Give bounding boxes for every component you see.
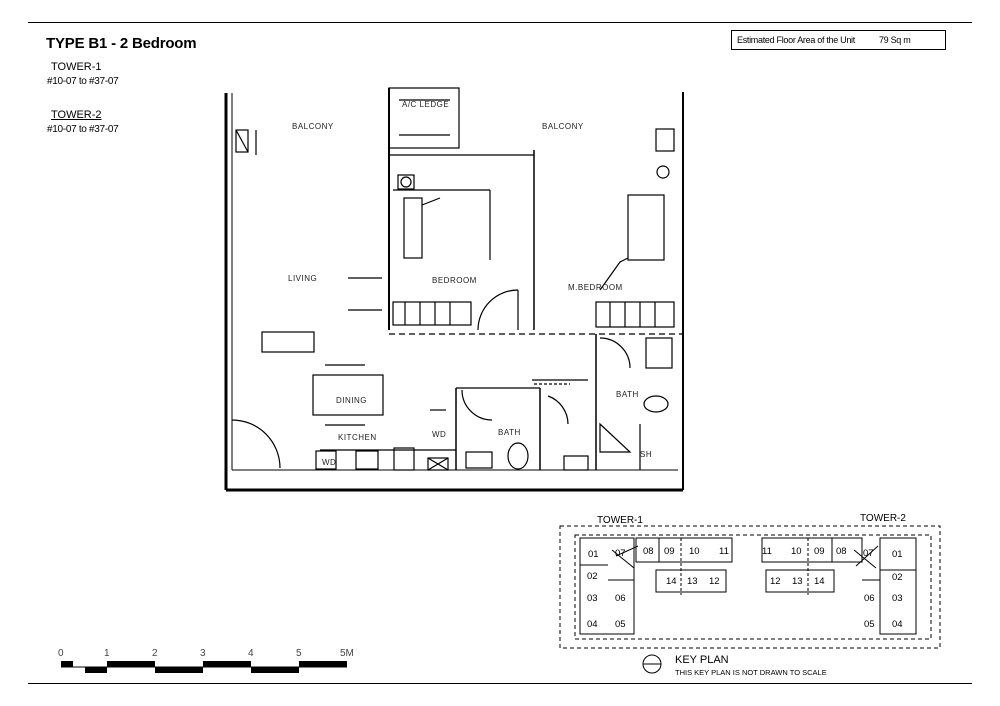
keyplan-t1-unit-11: 11 bbox=[719, 546, 729, 557]
keyplan-t1-unit-06: 06 bbox=[615, 593, 626, 604]
keyplan-t1-unit-12: 12 bbox=[709, 576, 720, 587]
keyplan-t2-unit-09: 09 bbox=[814, 546, 825, 557]
room-label-washer-dryer: WD bbox=[432, 430, 447, 439]
keyplan-t2-unit-07: 07 bbox=[863, 548, 874, 559]
keyplan-t1-unit-01: 01 bbox=[588, 549, 599, 560]
room-label-balcony-right: BALCONY bbox=[542, 122, 584, 131]
keyplan-t2-unit-12: 12 bbox=[770, 576, 781, 587]
room-label-balcony-left: BALCONY bbox=[292, 122, 334, 131]
room-label-kitchen: KITCHEN bbox=[338, 433, 377, 442]
keyplan-t2-unit-10: 10 bbox=[791, 546, 802, 557]
tower-1-label: TOWER-1 bbox=[51, 61, 102, 73]
keyplan-t2-unit-14: 14 bbox=[814, 576, 825, 587]
top-rule bbox=[28, 22, 972, 23]
floor-area-label: Estimated Floor Area of the Unit bbox=[737, 35, 855, 45]
keyplan-tower-2-label: TOWER-2 bbox=[860, 513, 906, 524]
room-label-dryer-left: WD bbox=[322, 458, 337, 467]
keyplan-t2-unit-13: 13 bbox=[792, 576, 803, 587]
keyplan-t1-unit-04: 04 bbox=[587, 619, 598, 630]
keyplan-t1-unit-05: 05 bbox=[615, 619, 626, 630]
scale-tick-2: 2 bbox=[152, 648, 158, 659]
keyplan-t2-unit-02: 02 bbox=[892, 572, 903, 583]
floor-area-box: Estimated Floor Area of the Unit 79 Sq m bbox=[731, 30, 946, 50]
key-plan-title: KEY PLAN bbox=[675, 654, 729, 666]
key-plan-note: THIS KEY PLAN IS NOT DRAWN TO SCALE bbox=[675, 668, 827, 677]
keyplan-t1-unit-03: 03 bbox=[587, 593, 598, 604]
tower-2-label: TOWER-2 bbox=[51, 109, 102, 121]
keyplan-t1-unit-14: 14 bbox=[666, 576, 677, 587]
keyplan-t2-unit-01: 01 bbox=[892, 549, 903, 560]
scale-tick-4: 4 bbox=[248, 648, 254, 659]
room-label-dining: DINING bbox=[336, 396, 367, 405]
keyplan-t2-unit-03: 03 bbox=[892, 593, 903, 604]
keyplan-t1-unit-08: 08 bbox=[643, 546, 654, 557]
keyplan-t2-unit-05: 05 bbox=[864, 619, 875, 630]
scale-tick-1: 1 bbox=[104, 648, 110, 659]
scale-tick-0: 0 bbox=[58, 648, 64, 659]
floor-area-value: 79 Sq m bbox=[878, 35, 911, 45]
keyplan-t1-unit-02: 02 bbox=[587, 571, 598, 582]
keyplan-t2-unit-11: 11 bbox=[762, 546, 772, 557]
keyplan-t2-unit-04: 04 bbox=[892, 619, 903, 630]
bottom-rule bbox=[28, 683, 972, 684]
scale-tick-5: 5 bbox=[296, 648, 302, 659]
tower-1-units: #10-07 to #37-07 bbox=[47, 76, 119, 87]
room-label-master-bedroom: M.BEDROOM bbox=[568, 283, 623, 292]
room-label-bath-center: BATH bbox=[498, 428, 521, 437]
keyplan-t1-unit-07: 07 bbox=[615, 548, 626, 559]
room-label-living: LIVING bbox=[288, 274, 318, 283]
scale-tick-5m: 5M bbox=[340, 648, 354, 659]
room-label-bedroom: BEDROOM bbox=[432, 276, 477, 285]
room-label-shower: SH bbox=[640, 450, 653, 459]
keyplan-t2-unit-08: 08 bbox=[836, 546, 847, 557]
scale-tick-3: 3 bbox=[200, 648, 206, 659]
keyplan-t1-unit-09: 09 bbox=[664, 546, 675, 557]
room-label-aircon-ledge: A/C LEDGE bbox=[402, 100, 450, 109]
keyplan-tower-1-label: TOWER-1 bbox=[597, 515, 643, 526]
keyplan-t2-unit-06: 06 bbox=[864, 593, 875, 604]
room-label-bath-right: BATH bbox=[616, 390, 639, 399]
unit-type-title: TYPE B1 - 2 Bedroom bbox=[46, 35, 197, 52]
keyplan-t1-unit-10: 10 bbox=[689, 546, 700, 557]
tower-2-units: #10-07 to #37-07 bbox=[47, 124, 119, 135]
keyplan-t1-unit-13: 13 bbox=[687, 576, 698, 587]
